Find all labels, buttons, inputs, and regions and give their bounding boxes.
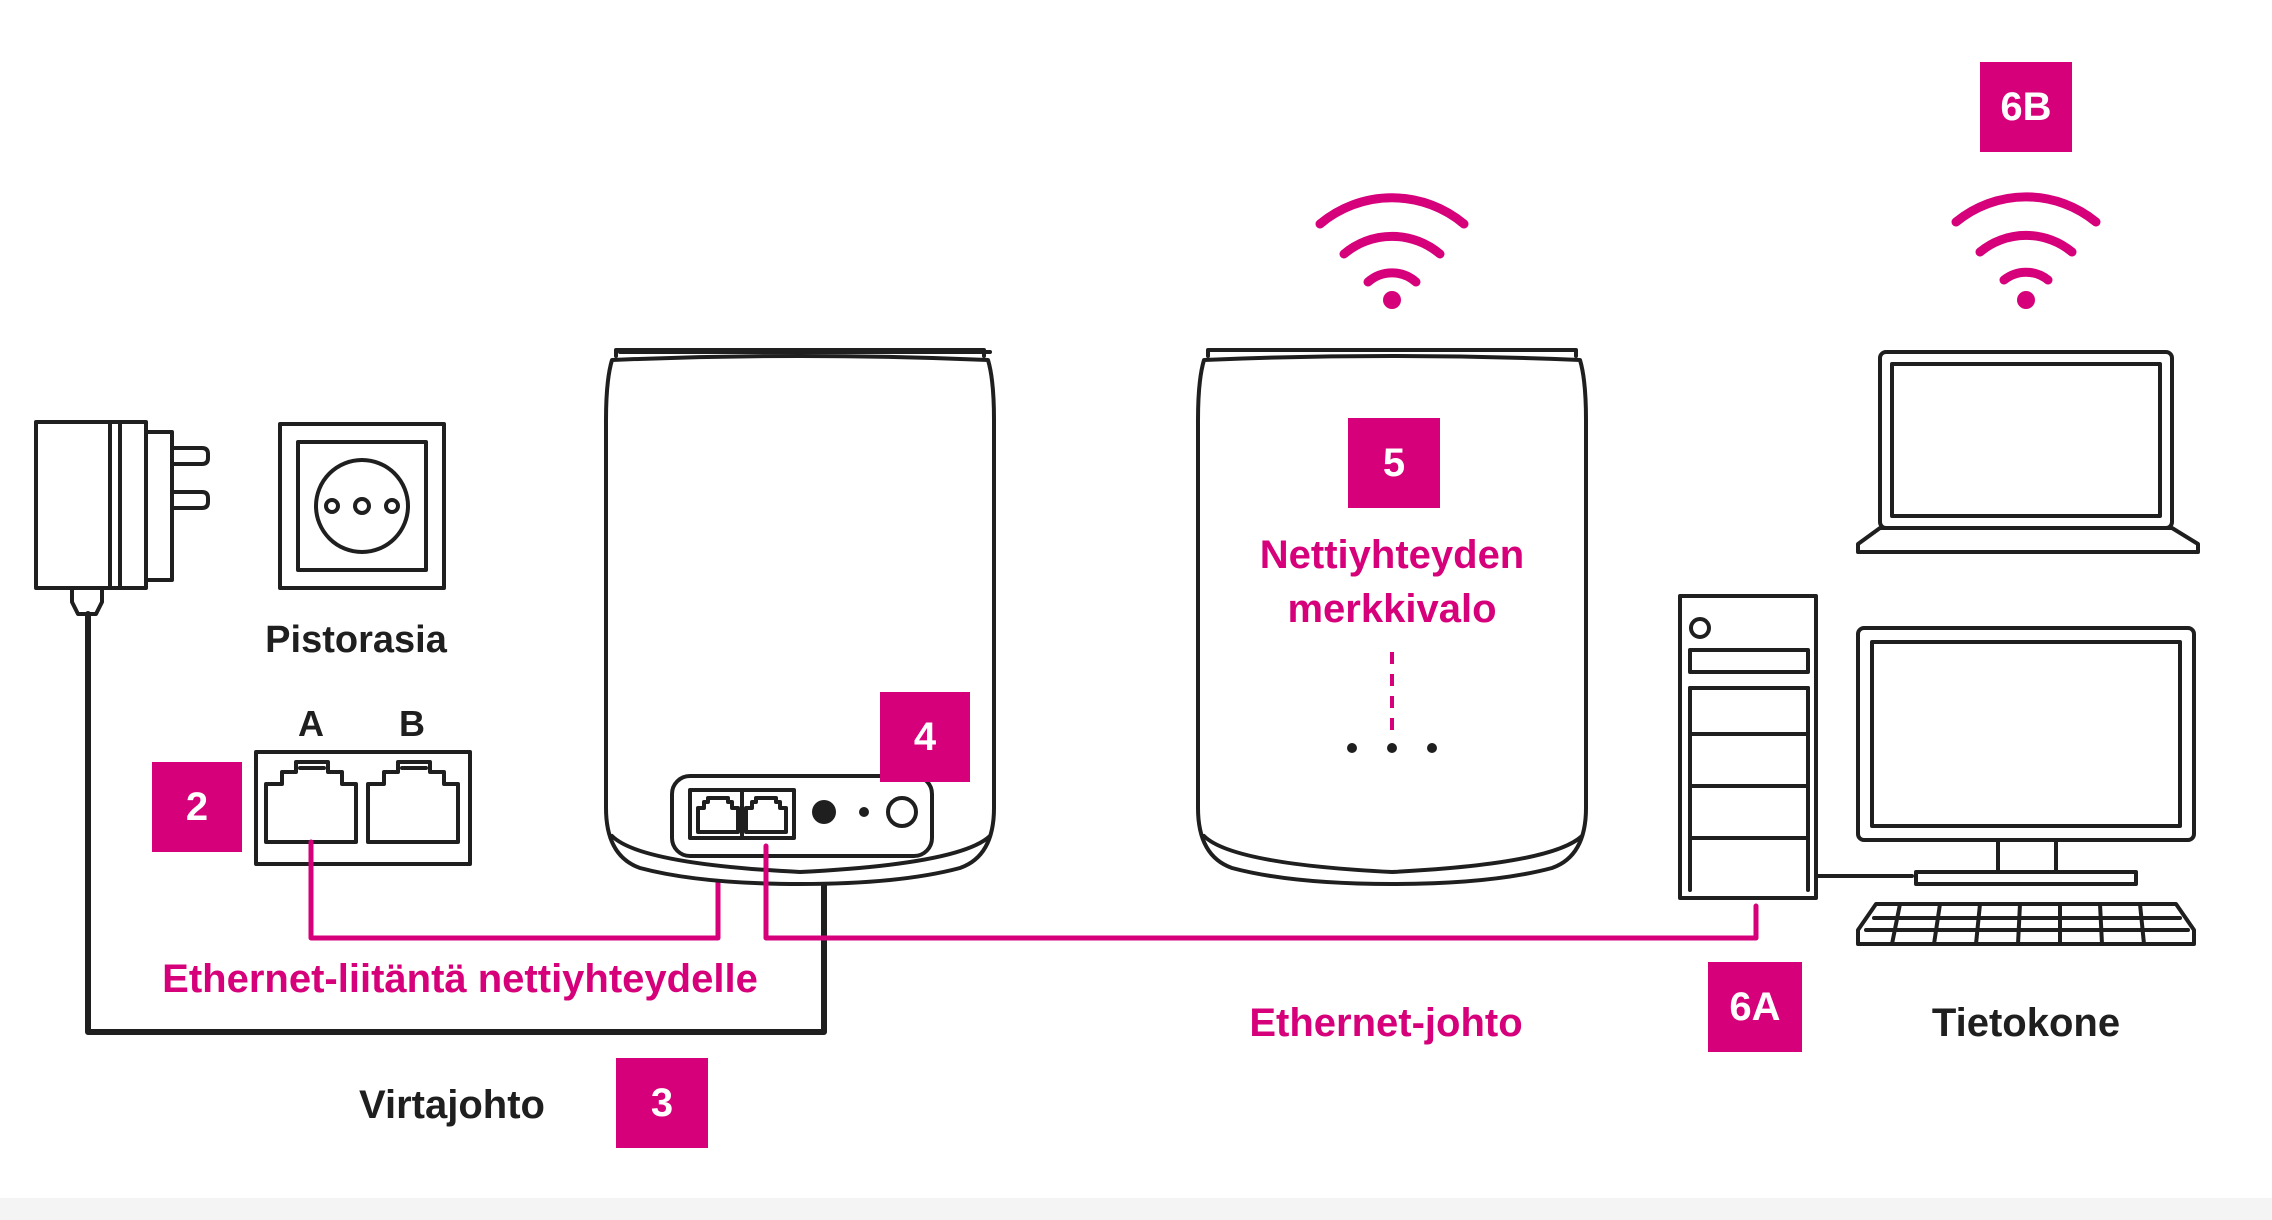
step-5-badge: 5 (1348, 418, 1440, 508)
step-4-badge: 4 (880, 692, 970, 782)
outlet-label: Pistorasia (265, 619, 448, 661)
wan-ethernet-line (308, 839, 721, 941)
step-5-number: 5 (1383, 441, 1405, 485)
ethernet-wall-jack-icon (254, 750, 472, 866)
wifi-icon (1951, 192, 2101, 309)
step-2-number: 2 (186, 785, 208, 829)
keyboard-icon (1856, 902, 2196, 946)
step-3-badge: 3 (616, 1058, 708, 1148)
computer-label: Tietokone (1932, 1001, 2120, 1045)
power-cord-line (85, 611, 827, 1035)
step-6b-number: 6B (2000, 85, 2051, 129)
step-2-badge: 2 (152, 762, 242, 852)
ethernet-cable-label: Ethernet-johto (1249, 1001, 1522, 1045)
ethernet-port-label: Ethernet-liitäntä nettiyhteydelle (162, 957, 758, 1001)
step-6a-badge: 6A (1708, 962, 1802, 1052)
power-adapter-icon (34, 420, 210, 616)
port-a-label: A (298, 703, 324, 744)
router-icon (604, 348, 996, 886)
wifi-icon (1315, 193, 1469, 309)
step-3-number: 3 (651, 1081, 673, 1125)
desktop-tower-icon (1678, 594, 1818, 900)
status-light-label-line1: Nettiyhteyden (1260, 533, 1525, 577)
status-light-dots (1347, 743, 1437, 753)
laptop-icon (1856, 350, 2200, 554)
monitor-icon (1856, 626, 2196, 886)
step-6a-number: 6A (1729, 985, 1780, 1029)
port-b-label: B (399, 703, 425, 744)
status-light-label-line2: merkkivalo (1287, 587, 1496, 631)
satellite-icon (1196, 348, 1588, 886)
step-4-number: 4 (914, 715, 937, 759)
step-6b-badge: 6B (1980, 62, 2072, 152)
page-footer-strip (0, 1198, 2272, 1220)
lan-ethernet-line (763, 843, 1759, 941)
power-cord-label: Virtajohto (359, 1083, 545, 1127)
wall-socket-icon (278, 422, 446, 590)
